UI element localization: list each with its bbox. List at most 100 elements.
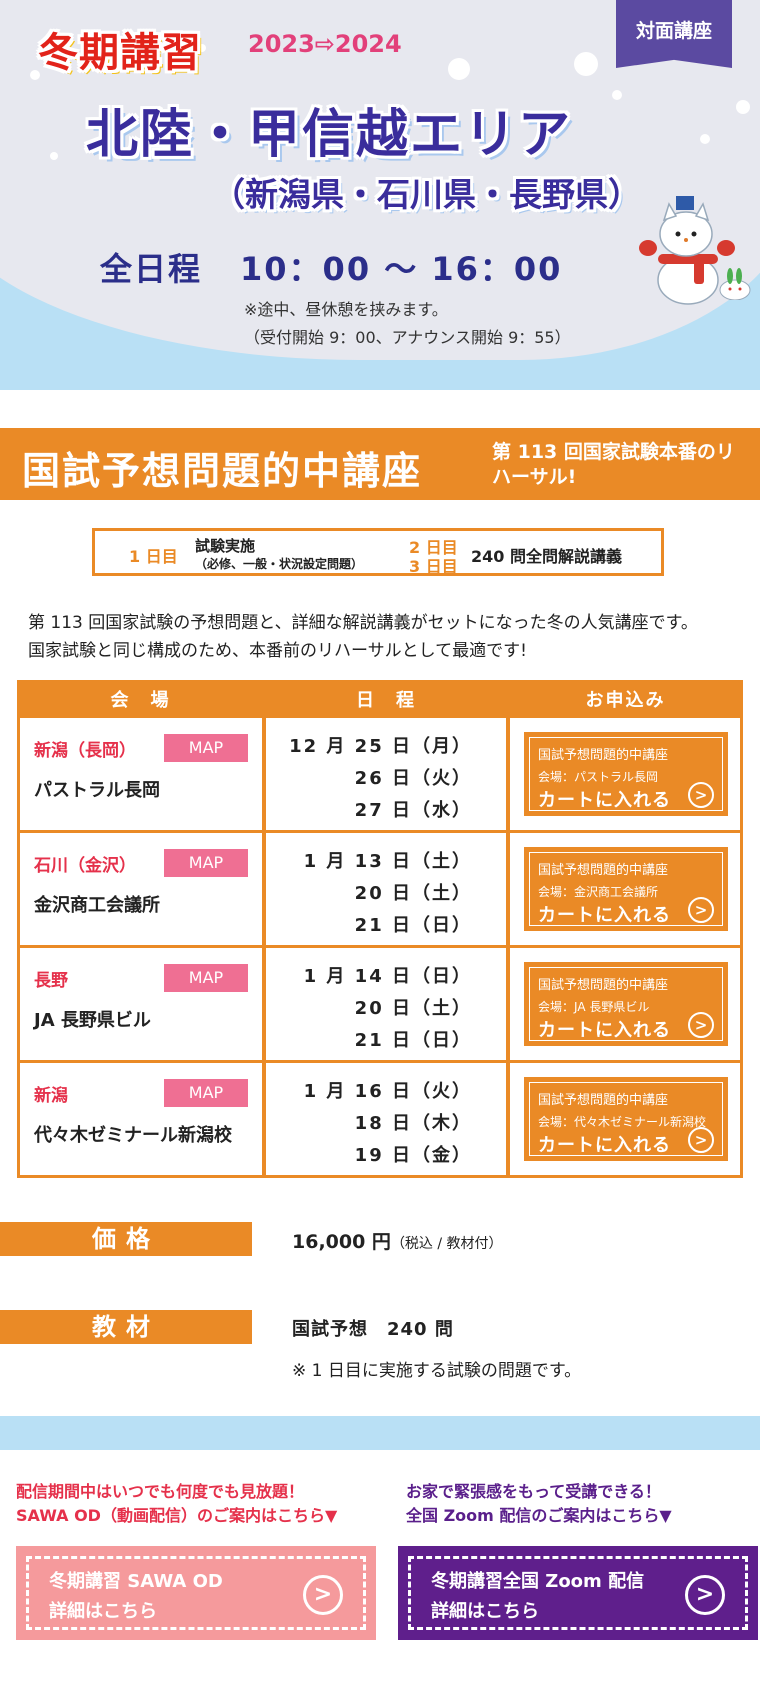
venue-cell: 石川（金沢） MAP 金沢商工会議所 — [20, 833, 262, 945]
button-line: 冬期講習全国 Zoom 配信 — [431, 1571, 645, 1592]
dates-cell: 12 月 25 日（月） 26 日（火） 27 日（水） — [266, 718, 506, 830]
chevron-right-circle-icon: > — [303, 1575, 343, 1615]
venue-name: 代々木ゼミナール新潟校 — [34, 1125, 232, 1146]
date: 27 日（水） — [354, 800, 472, 821]
cart-label: カートに入れる — [538, 905, 671, 926]
day2-label: 2 日目 — [409, 538, 458, 557]
snowflake — [50, 152, 58, 160]
date: 21 日（日） — [354, 1030, 472, 1051]
venue-cell: 新潟 MAP 代々木ゼミナール新潟校 — [20, 1063, 262, 1175]
snow-bunny-icon — [719, 268, 751, 300]
add-to-cart-button[interactable]: 国試予想問題的中講座 会場：代々木ゼミナール新潟校 カートに入れる > — [524, 1077, 728, 1161]
cart-frame: 国試予想問題的中講座 会場：パストラル長岡 カートに入れる > — [529, 737, 723, 811]
venue-name: JA 長野県ビル — [34, 1010, 151, 1031]
venue-name: 金沢商工会議所 — [34, 895, 160, 916]
course-subtitle: 第 113 回国家試験本番のリハーサル! — [492, 441, 735, 488]
cart-course: 国試予想問題的中講座 — [538, 978, 669, 993]
date: 12 月 25 日（月） — [289, 736, 472, 757]
zoom-promo-line: お家で緊張感をもって受講できる！ — [406, 1482, 661, 1501]
season-title: 冬期講習 — [38, 30, 202, 76]
material-note: ※ 1 日目に実施する試験の問題です。 — [292, 1361, 582, 1381]
in-person-badge: 対面講座 — [616, 0, 732, 68]
venue-cell: 新潟（長岡） MAP パストラル長岡 — [20, 718, 262, 830]
dates-cell: 1 月 13 日（土） 20 日（土） 21 日（日） — [266, 833, 506, 945]
cart-venue: 会場：JA 長野県ビル — [538, 1000, 650, 1014]
snowflake — [30, 70, 40, 80]
button-frame: 冬期講習全国 Zoom 配信 詳細はこちら > — [408, 1556, 748, 1630]
cart-frame: 国試予想問題的中講座 会場：JA 長野県ビル カートに入れる > — [529, 967, 723, 1041]
map-button[interactable]: MAP — [164, 734, 248, 762]
price-value: 16,000 円（税込 / 教材付） — [292, 1227, 503, 1254]
snowflake — [612, 90, 622, 100]
footer-divider — [0, 1416, 760, 1450]
map-button[interactable]: MAP — [164, 849, 248, 877]
reception-note: （受付開始 9：00、アナウンス開始 9：55） — [244, 328, 571, 347]
venue-area: 長野 — [34, 971, 68, 991]
add-to-cart-button[interactable]: 国試予想問題的中講座 会場：金沢商工会議所 カートに入れる > — [524, 847, 728, 931]
price-note: （税込 / 教材付） — [390, 1236, 503, 1252]
date: 1 月 13 日（土） — [303, 851, 472, 872]
chevron-right-circle-icon: > — [688, 1012, 714, 1038]
cart-course: 国試予想問題的中講座 — [538, 748, 669, 763]
zoom-promo: お家で緊張感をもって受講できる！ 全国 Zoom 配信のご案内はこちら▼ — [406, 1480, 672, 1528]
cart-course: 国試予想問題的中講座 — [538, 863, 669, 878]
chevron-right-circle-icon: > — [688, 897, 714, 923]
day-structure-box: 1 日目 試験実施 （必修、一般・状況設定問題） 2 日目 3 日目 240 問… — [92, 528, 664, 576]
od-promo-line: 配信期間中はいつでも何度でも見放題！ — [16, 1482, 305, 1501]
season-years: 2023⇨2024 — [248, 30, 402, 58]
add-to-cart-button[interactable]: 国試予想問題的中講座 会場：パストラル長岡 カートに入れる > — [524, 732, 728, 816]
date: 20 日（土） — [354, 883, 472, 904]
od-promo: 配信期間中はいつでも何度でも見放題！ SAWA OD（動画配信）のご案内はこちら… — [16, 1480, 337, 1528]
venue-area: 石川（金沢） — [34, 856, 136, 876]
hero-banner: 冬期講習 2023⇨2024 対面講座 北陸・甲信越エリア （新潟県・石川県・長… — [0, 0, 760, 390]
snowflake — [736, 100, 750, 114]
zoom-details-button[interactable]: 冬期講習全国 Zoom 配信 詳細はこちら > — [398, 1546, 758, 1640]
cart-label: カートに入れる — [538, 790, 671, 811]
snowflake — [198, 44, 206, 52]
map-button[interactable]: MAP — [164, 1079, 248, 1107]
apply-cell: 国試予想問題的中講座 会場：パストラル長岡 カートに入れる > — [510, 718, 740, 830]
sawa-od-details-button[interactable]: 冬期講習 SAWA OD 詳細はこちら > — [16, 1546, 376, 1640]
date: 1 月 16 日（火） — [303, 1081, 472, 1102]
venue-area: 新潟（長岡） — [34, 741, 136, 761]
material-value: 国試予想 240 問 — [292, 1319, 454, 1340]
material-label: 教材 — [0, 1310, 252, 1344]
snowman-icon — [639, 196, 735, 305]
chevron-right-circle-icon: > — [685, 1575, 725, 1615]
date: 20 日（土） — [354, 998, 472, 1019]
lunch-note: ※途中、昼休憩を挟みます。 — [244, 300, 448, 319]
apply-cell: 国試予想問題的中講座 会場：金沢商工会議所 カートに入れる > — [510, 833, 740, 945]
dates-cell: 1 月 14 日（日） 20 日（土） 21 日（日） — [266, 948, 506, 1060]
button-text: 冬期講習 SAWA OD 詳細はこちら — [49, 1567, 223, 1627]
date: 19 日（金） — [354, 1145, 472, 1166]
map-button[interactable]: MAP — [164, 964, 248, 992]
date: 26 日（火） — [354, 768, 472, 789]
venue-cell: 長野 MAP JA 長野県ビル — [20, 948, 262, 1060]
add-to-cart-button[interactable]: 国試予想問題的中講座 会場：JA 長野県ビル カートに入れる > — [524, 962, 728, 1046]
price-amount: 16,000 円 — [292, 1231, 391, 1253]
course-description-line: 第 113 回国家試験の予想問題と、詳細な解説講義がセットになった冬の人気講座で… — [28, 613, 698, 633]
button-line: 詳細はこちら — [49, 1601, 157, 1622]
header-apply: お申込み — [585, 690, 666, 711]
date: 18 日（木） — [354, 1113, 472, 1134]
apply-cell: 国試予想問題的中講座 会場：代々木ゼミナール新潟校 カートに入れる > — [510, 1063, 740, 1175]
venue-name: パストラル長岡 — [34, 780, 160, 801]
snowflake — [700, 134, 710, 144]
chevron-right-circle-icon: > — [688, 1127, 714, 1153]
price-label: 価格 — [0, 1222, 252, 1256]
cart-venue: 会場：金沢商工会議所 — [538, 885, 659, 899]
cart-venue: 会場：パストラル長岡 — [538, 770, 659, 784]
cart-venue: 会場：代々木ゼミナール新潟校 — [538, 1115, 707, 1129]
area-title: 北陸・甲信越エリア — [86, 105, 573, 165]
cart-frame: 国試予想問題的中講座 会場：金沢商工会議所 カートに入れる > — [529, 852, 723, 926]
date: 21 日（日） — [354, 915, 472, 936]
apply-cell: 国試予想問題的中講座 会場：JA 長野県ビル カートに入れる > — [510, 948, 740, 1060]
date: 1 月 14 日（日） — [303, 966, 472, 987]
schedule-label: 全日程 — [100, 250, 203, 288]
day1-label: 1 日目 — [129, 547, 178, 566]
lecture-description: 240 問全問解説講義 — [471, 547, 622, 566]
chevron-right-circle-icon: > — [688, 782, 714, 808]
exam-title: 試験実施 — [195, 537, 256, 555]
cart-label: カートに入れる — [538, 1135, 671, 1156]
